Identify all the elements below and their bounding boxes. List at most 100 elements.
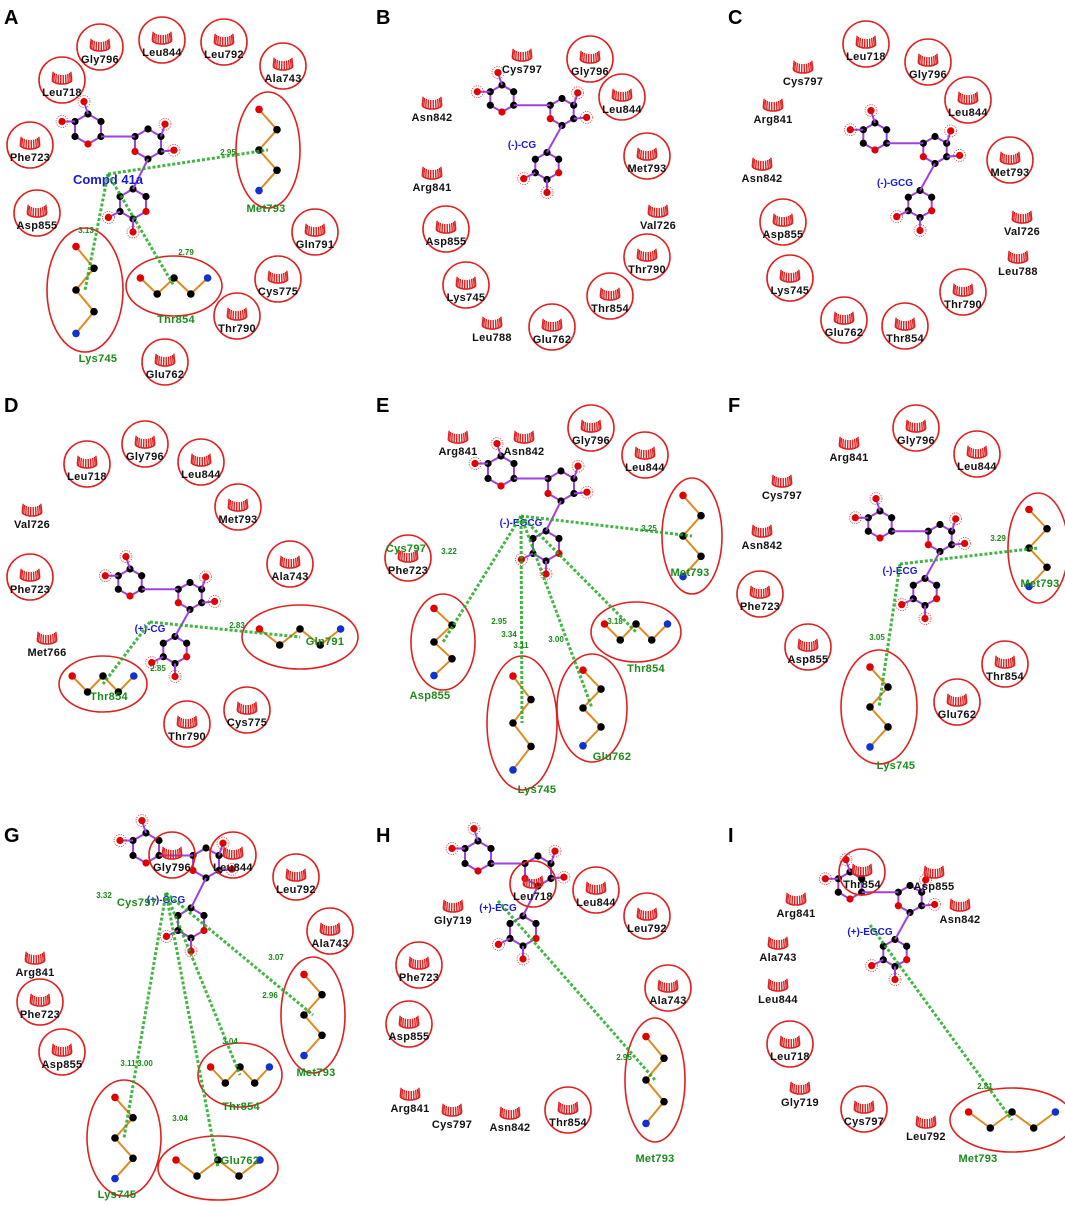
- residue-bond: [582, 726, 602, 747]
- eyelash-spoke: [639, 149, 643, 160]
- eyelash-spoke: [28, 205, 31, 216]
- eyelash-spoke: [792, 1083, 796, 1094]
- eyelash-spoke: [1014, 153, 1018, 164]
- eyelash-spoke: [855, 437, 858, 448]
- eyelash-spoke: [946, 693, 949, 703]
- residue-atom: [275, 641, 284, 649]
- atom: [84, 140, 92, 148]
- oxygen-atom: [202, 573, 210, 581]
- residue-ellipse: [410, 593, 476, 691]
- oxygen-atom: [583, 488, 591, 496]
- eyelash-arc: [789, 1090, 811, 1095]
- eyelash-spoke: [215, 34, 218, 45]
- residue-atom: [336, 625, 345, 633]
- eyelash-spoke: [963, 694, 966, 705]
- residue-atom: [600, 620, 609, 628]
- eyelash-spoke: [530, 431, 533, 442]
- eyelash-spoke: [410, 957, 413, 968]
- eyelash-spoke: [781, 1036, 784, 1047]
- atom: [531, 169, 539, 177]
- eyelash-spoke: [457, 901, 461, 912]
- eyelash-spoke: [423, 167, 426, 178]
- residue-ellipse: [624, 1017, 686, 1143]
- eyelash-spoke: [45, 204, 48, 214]
- atom: [183, 653, 191, 661]
- eyelash-spoke: [636, 447, 639, 458]
- residue-atom: [660, 1054, 668, 1063]
- eyelash-arc: [772, 222, 794, 227]
- eyelash-spoke: [274, 58, 277, 69]
- eyelash-spoke: [773, 475, 776, 486]
- eyelash-spoke: [798, 1035, 801, 1045]
- residue-bond: [258, 149, 278, 171]
- residue-atom: [579, 704, 587, 712]
- eyelash-spoke: [414, 550, 417, 561]
- oxygen-atom: [170, 146, 178, 154]
- residue-label: Asp855: [426, 236, 467, 248]
- residue-atom: [986, 1124, 995, 1132]
- eyelash-spoke: [34, 570, 38, 581]
- residue-circle: [986, 136, 1034, 184]
- residue-circle: [623, 233, 671, 281]
- eyelash-spoke: [1026, 250, 1029, 260]
- hydrophobic-contact: Phe723: [736, 570, 784, 618]
- residue-bond: [75, 289, 95, 313]
- oxygen-halo: [119, 550, 133, 563]
- eyelash-spoke: [424, 98, 428, 109]
- hydrophobic-contact: Thr790: [939, 268, 987, 316]
- eyelash-arc: [421, 175, 443, 180]
- distance-label: 2.85: [150, 664, 166, 673]
- eyelash-spoke: [51, 633, 55, 644]
- eyelash-spoke: [41, 206, 45, 217]
- eyelash-spoke: [454, 220, 457, 230]
- eyelash-spoke: [228, 308, 231, 319]
- eyelash-spoke: [833, 311, 836, 321]
- eyelash-spoke: [582, 420, 585, 431]
- eyelash-spoke: [36, 137, 39, 148]
- eyelash-spoke: [804, 892, 807, 902]
- eyelash-spoke: [209, 453, 212, 463]
- eyelash-spoke: [600, 883, 604, 894]
- eyelash-arc: [580, 428, 602, 433]
- eyelash-spoke: [614, 289, 618, 300]
- eyelash-spoke: [770, 938, 774, 949]
- residue-atom: [679, 491, 687, 500]
- distance-label: 2.95: [491, 617, 507, 626]
- atom: [906, 881, 914, 890]
- oxygen-halo: [869, 492, 883, 505]
- residue-atom: [153, 290, 161, 298]
- oxygen-atom: [228, 865, 236, 873]
- atom: [131, 147, 139, 156]
- hydrophobic-contact: Cys797: [502, 48, 542, 76]
- eyelash-spoke: [794, 271, 798, 282]
- eyelash-spoke: [513, 49, 516, 60]
- atom: [928, 193, 936, 201]
- eyelash-spoke: [785, 892, 788, 902]
- hydrophobic-contact: Cys797: [783, 60, 823, 88]
- eyelash-spoke: [21, 503, 24, 513]
- eyelash-spoke: [974, 92, 977, 103]
- eyelash-spoke: [401, 1088, 404, 1099]
- eyelash-spoke: [436, 98, 440, 109]
- hbond-residue-label: Met793: [296, 1067, 335, 1079]
- hydrophobic-contact: Leu844: [598, 73, 646, 121]
- eyelash-spoke: [796, 270, 799, 281]
- eyelash-arc: [785, 901, 807, 906]
- residue-circle: [621, 431, 669, 479]
- distance-label: 2.95: [616, 1053, 632, 1062]
- residue-atom: [1008, 1108, 1016, 1116]
- eyelash-spoke: [412, 551, 416, 562]
- residue-label: Thr790: [628, 264, 666, 276]
- residue-circle: [254, 255, 302, 303]
- eyelash-spoke: [638, 908, 641, 919]
- eyelash-spoke: [516, 432, 520, 443]
- eyelash-spoke: [499, 1106, 502, 1116]
- eyelash-arc: [797, 647, 819, 652]
- residue-ellipse: [58, 655, 148, 713]
- eyelash-arc: [952, 292, 974, 297]
- residue-label: Thr790: [944, 299, 982, 311]
- eyelash-spoke: [981, 447, 985, 458]
- residue-label: Lys745: [447, 292, 486, 304]
- residue-circle: [933, 678, 981, 726]
- eyelash-spoke: [282, 557, 286, 568]
